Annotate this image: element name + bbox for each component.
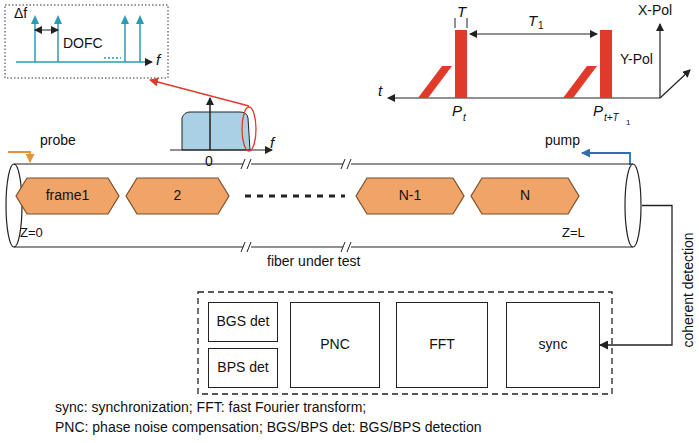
annotation-label: pump bbox=[545, 133, 580, 147]
annotation-label: f bbox=[270, 135, 274, 150]
annotation-label: P bbox=[452, 103, 462, 118]
node-text: 2 bbox=[174, 188, 182, 203]
node-text: N-1 bbox=[399, 188, 422, 203]
node-text: frame1 bbox=[46, 188, 90, 203]
annotation-label: 0 bbox=[205, 154, 213, 168]
annotation-label: f bbox=[156, 52, 160, 67]
fiber-span: fiber under testframe12N-1N bbox=[5, 163, 642, 248]
annotation-label: Y-Pol bbox=[620, 52, 653, 66]
node-text: FFT bbox=[429, 337, 455, 352]
node-text: N bbox=[520, 188, 530, 203]
annotation-label: probe bbox=[40, 133, 76, 147]
annotation-label: P bbox=[593, 103, 603, 118]
caption-line: PNC: phase noise compensation; BGS/BPS d… bbox=[55, 420, 481, 434]
annotation-label: X-Pol bbox=[638, 3, 672, 17]
caption-line: sync: synchronization; FFT: fast Fourier… bbox=[55, 400, 366, 414]
process-box: FFT bbox=[396, 302, 488, 388]
node-text: BGS det bbox=[217, 314, 270, 329]
annotation-label: Δf bbox=[14, 6, 27, 20]
process-box: PNC bbox=[290, 302, 380, 388]
node-text: PNC bbox=[320, 337, 350, 352]
frame-hexagon: N bbox=[470, 177, 580, 215]
annotation-label: t bbox=[378, 83, 382, 98]
annotation-label: t+T bbox=[604, 113, 619, 123]
annotation-label: 1 bbox=[626, 119, 630, 127]
node-text: sync bbox=[539, 337, 568, 352]
process-box: BPS det bbox=[208, 348, 278, 388]
annotation-label: Z=L bbox=[562, 226, 585, 239]
node-text: BPS det bbox=[217, 360, 268, 375]
node-text: fiber under test bbox=[267, 254, 360, 269]
annotation-label: DOFC bbox=[63, 36, 103, 50]
annotation-label: T bbox=[528, 13, 537, 28]
annotation-label: t bbox=[463, 113, 466, 123]
frame-hexagon: N-1 bbox=[355, 177, 465, 215]
annotation-label: T bbox=[457, 4, 466, 19]
frame-hexagon: frame1 bbox=[15, 177, 120, 215]
annotation-label: Z=0 bbox=[20, 226, 43, 239]
annotation-label: 1 bbox=[538, 21, 544, 31]
frame-hexagon: 2 bbox=[125, 177, 230, 215]
process-box: sync bbox=[506, 302, 600, 388]
edge-label: coherent detection bbox=[680, 233, 694, 348]
process-box: BGS det bbox=[208, 302, 278, 342]
